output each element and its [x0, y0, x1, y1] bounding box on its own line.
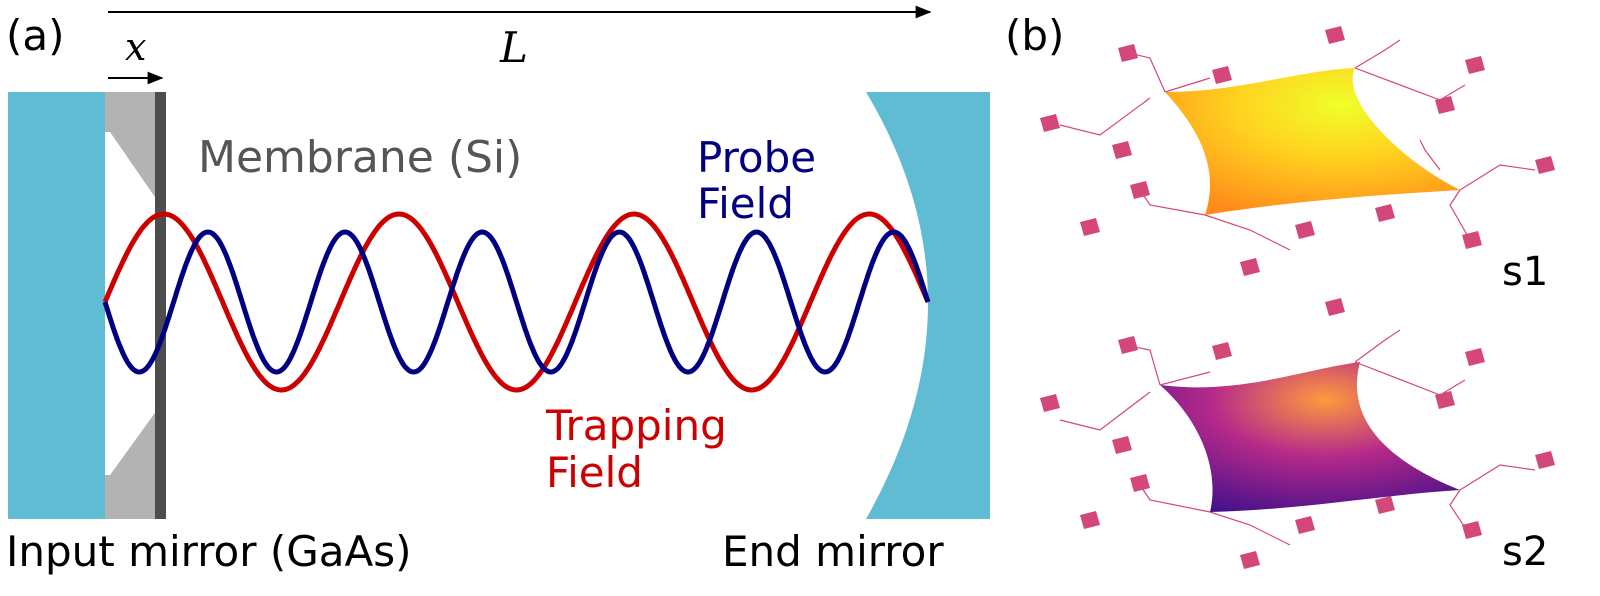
trapping-field-wave	[102, 211, 931, 393]
s2-label: s2	[1502, 529, 1548, 575]
input-mirror-label: Input mirror (GaAs)	[6, 527, 412, 576]
s1-membrane-mode	[1165, 68, 1460, 215]
panel-b-label: (b)	[1005, 11, 1064, 60]
cavity-length-symbol: L	[499, 23, 528, 72]
structure-s1	[1040, 26, 1555, 276]
membrane-support-bottom	[105, 410, 157, 519]
input-mirror	[8, 92, 105, 519]
probe-label-line2: Field	[697, 179, 794, 228]
membrane-position-symbol: x	[125, 25, 146, 69]
membrane-support-top	[105, 92, 157, 200]
probe-label-line1: Probe	[697, 133, 816, 182]
end-mirror	[866, 92, 990, 519]
s2-tethers	[1059, 329, 1536, 546]
trapping-label-line1: Trapping	[545, 401, 727, 450]
structure-s2	[1040, 298, 1555, 569]
membrane-label: Membrane (Si)	[198, 132, 522, 183]
s2-pads	[1040, 298, 1555, 569]
probe-field-wave	[102, 229, 931, 375]
trapping-label-line2: Field	[546, 448, 643, 497]
s1-pads	[1040, 26, 1555, 276]
membrane	[155, 92, 166, 519]
panel-a-label: (a)	[6, 11, 65, 60]
s1-label: s1	[1502, 249, 1548, 295]
end-mirror-label: End mirror	[722, 527, 944, 576]
s2-membrane-mode	[1160, 362, 1460, 512]
